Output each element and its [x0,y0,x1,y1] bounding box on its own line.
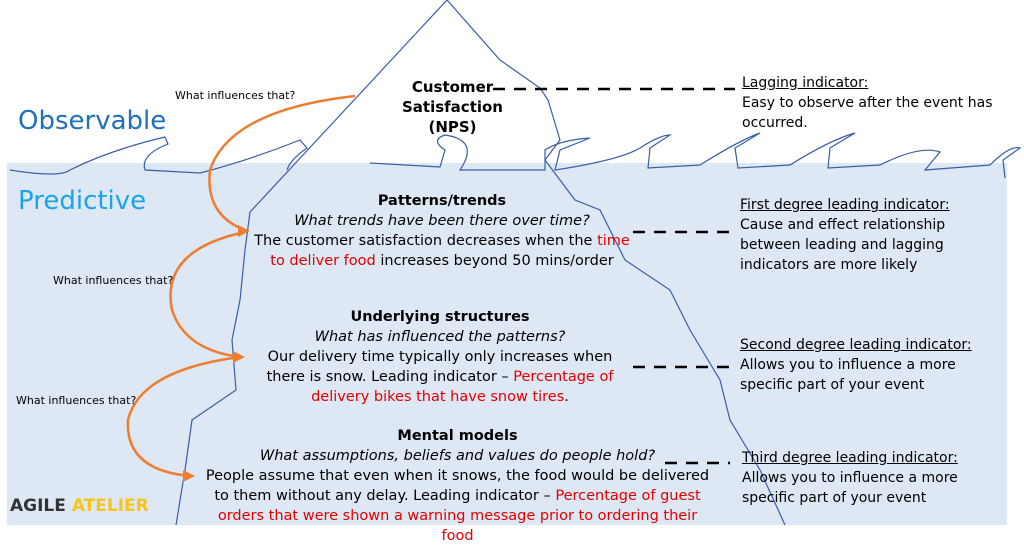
level-text: People assume that even when it snows, t… [205,468,710,504]
level-underlying-structures: Underlying structures What has influence… [255,307,625,407]
indicator-third-degree: Third degree leading indicator: Allows yo… [742,448,992,508]
agile-atelier-logo: AGILE ATELIER [10,496,149,516]
indicator-text: Allows you to influence a more specific … [742,470,958,506]
arrowhead [233,351,245,363]
indicator-title: Third degree leading indicator: [742,450,958,466]
indicator-second-degree: Second degree leading indicator: Allows y… [740,335,990,395]
question-label: What influences that? [16,394,137,407]
indicator-first-degree: First degree leading indicator: Cause and… [740,195,990,275]
arrow-influence-1 [208,94,356,232]
water-region [7,163,1007,525]
indicator-title: Lagging indicator: [742,75,869,91]
arrow-influence-2 [169,230,246,359]
logo-part1: AGILE [10,496,66,516]
wave [369,132,1022,179]
indicator-text: Easy to observe after the event has occu… [742,95,993,131]
level-text: Our delivery time typically only increas… [266,349,613,385]
indicator-title: First degree leading indicator: [740,197,950,213]
logo-part2: ATELIER [71,496,149,516]
level-indicator-text: time to deliver food [270,233,630,269]
level-indicator-text: Percentage of guest orders that were sho… [217,488,701,544]
wave [9,136,308,175]
arrowhead [238,225,250,237]
arrowhead [183,470,195,482]
level-mental-models: Mental models What assumptions, beliefs … [200,426,715,546]
level-indicator-text: Percentage of delivery bikes that have s… [311,369,614,405]
level-question: What assumptions, beliefs and values do … [259,448,656,464]
level-text: The customer satisfaction decreases when… [254,233,598,249]
observable-label: Observable [18,106,167,136]
level-text: increases beyond 50 mins/order [375,253,614,269]
arrow-influence-3 [126,355,241,478]
indicator-text: Cause and effect relationship between le… [740,217,946,273]
question-label: What influences that? [53,274,174,287]
level-text: . [564,389,569,405]
indicator-title: Second degree leading indicator: [740,337,972,353]
level-title: Patterns/trends [377,193,507,209]
level-title: Mental models [397,428,518,444]
iceberg-right-edge [446,0,786,526]
customer-satisfaction-title: Customer Satisfaction (NPS) [401,78,503,136]
level-patterns: Patterns/trends What trends have been th… [252,191,632,271]
predictive-label: Predictive [18,186,147,216]
level-question: What has influenced the patterns? [314,329,566,345]
question-label: What influences that? [175,89,296,102]
level-question: What trends have been there over time? [294,213,590,229]
indicator-lagging: Lagging indicator: Easy to observe after … [742,73,1012,133]
level-title: Underlying structures [350,309,530,325]
iceberg-left-edge [175,0,448,526]
indicator-text: Allows you to influence a more specific … [740,357,956,393]
